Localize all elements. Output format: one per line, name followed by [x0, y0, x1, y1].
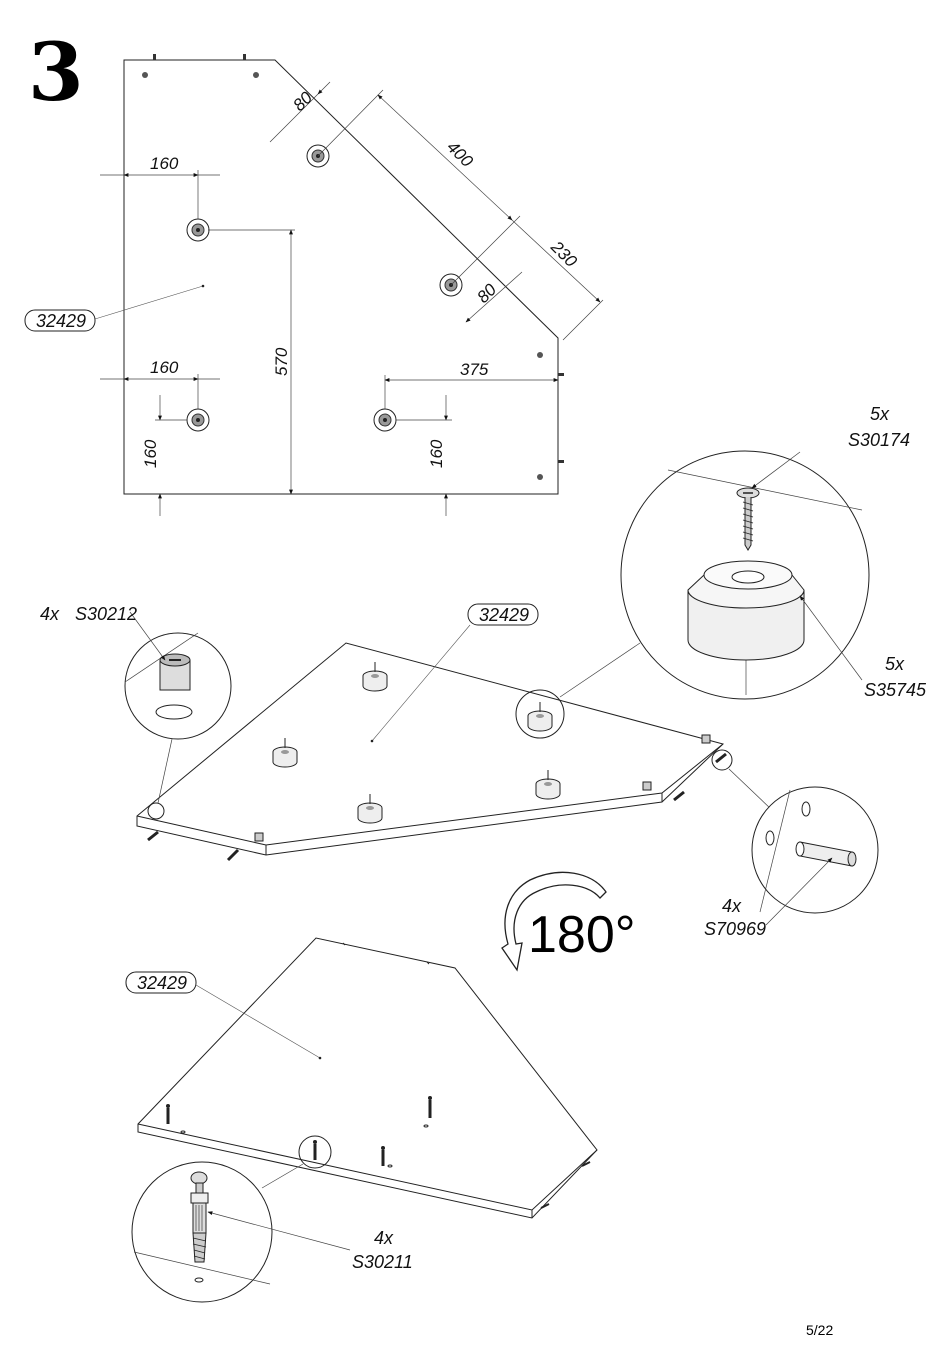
- part-label-iso: 32429: [479, 605, 529, 625]
- edge-hardware-iso: [147, 734, 727, 862]
- screw-qty: 5x: [870, 404, 890, 424]
- dowel-detail: [711, 749, 879, 926]
- cam-lock-code: S30212: [75, 604, 137, 624]
- assembly-iso-view: 4x S30212 32429: [40, 404, 927, 939]
- part-label-flipped: 32429: [137, 973, 187, 993]
- top-view-drawing: 80 400 160 230 80 570 160 375 160 160 32…: [24, 54, 604, 516]
- cam-bolt-detail: [131, 1135, 351, 1303]
- dim-80-top: 80: [289, 88, 316, 115]
- dowel-qty: 4x: [722, 896, 742, 916]
- dim-230: 230: [546, 237, 581, 272]
- dim-160-left-vertical: 160: [141, 439, 160, 468]
- dowel-code: S70969: [704, 919, 766, 939]
- step-number: 3: [28, 25, 84, 119]
- screw-code: S30174: [848, 430, 910, 450]
- dim-375: 375: [460, 360, 489, 379]
- dim-570: 570: [272, 347, 291, 376]
- foot-qty: 5x: [885, 654, 905, 674]
- cam-lock-qty: 4x: [40, 604, 60, 624]
- cam-lock-detail: [124, 611, 232, 820]
- rotate-180-indicator: 180°: [501, 871, 636, 972]
- dimension-lines: [100, 81, 604, 516]
- foot-detail: [515, 450, 870, 739]
- feet-on-panel: [272, 662, 561, 824]
- cam-bolts-on-panel: [166, 1096, 591, 1209]
- page-indicator: 5/22: [806, 1322, 833, 1338]
- dim-160-right-vertical: 160: [427, 439, 446, 468]
- part-label-top-view: 32429: [36, 311, 86, 331]
- dim-80-right: 80: [473, 280, 500, 307]
- cam-bolt-code: S30211: [352, 1252, 413, 1272]
- flipped-panel-view: 32429: [125, 937, 598, 1303]
- panel-outline-top-view: [123, 59, 559, 495]
- rotation-label: 180°: [528, 906, 636, 964]
- dim-160-upper: 160: [150, 154, 179, 173]
- dim-160-lower: 160: [150, 358, 179, 377]
- dim-400: 400: [443, 137, 477, 171]
- foot-code: S35745: [864, 680, 927, 700]
- cam-holes: [142, 72, 543, 480]
- edge-pins-top: [153, 54, 564, 463]
- foot-positions: [186, 144, 463, 432]
- cam-bolt-qty: 4x: [374, 1228, 394, 1248]
- rotate-arrow-icon: [501, 871, 607, 972]
